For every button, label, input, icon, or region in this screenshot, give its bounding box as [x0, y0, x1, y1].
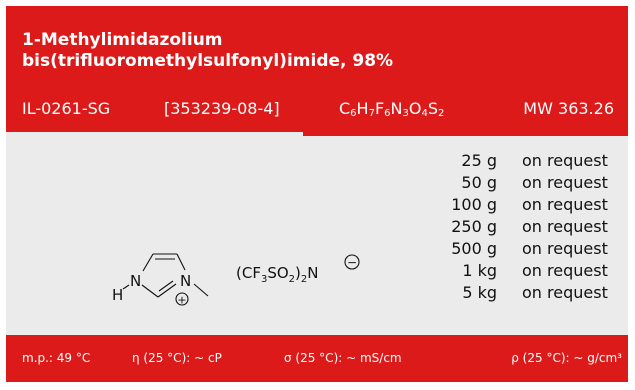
formula-count: 3	[402, 108, 409, 119]
anion-subscript: 3	[261, 274, 267, 285]
price-qty: 500 g	[451, 239, 497, 258]
price-availability: on request	[522, 151, 608, 170]
anion-part: (CF	[236, 264, 261, 282]
price-row: 1 kg on request	[406, 260, 628, 282]
product-code: IL-0261-SG	[22, 99, 111, 118]
anion-subscript: 2	[289, 274, 295, 285]
price-availability: on request	[522, 173, 608, 192]
price-row: 5 kg on request	[406, 282, 628, 304]
property-footer: m.p.: 49 °C η (25 °C): ~ cP σ (25 °C): ~…	[6, 335, 628, 382]
header-divider	[303, 132, 628, 136]
product-title: 1-Methylimidazolium bis(trifluoromethyls…	[22, 30, 393, 72]
price-row: 25 g on request	[406, 150, 628, 172]
price-qty: 1 kg	[462, 261, 497, 280]
molecular-weight: MW 363.26	[523, 99, 614, 118]
formula-element: O	[408, 99, 422, 118]
formula-element: C	[339, 99, 351, 118]
melting-point: m.p.: 49 °C	[22, 351, 91, 365]
price-list: 25 g on request 50 g on request 100 g on…	[406, 150, 628, 304]
price-row: 100 g on request	[406, 194, 628, 216]
price-row: 50 g on request	[406, 172, 628, 194]
chemical-structure: H N N + − (CF3SO2)2N	[112, 253, 360, 307]
formula-element: F	[374, 99, 385, 118]
formula-count: 4	[421, 108, 428, 119]
bond-line	[122, 284, 130, 290]
bond-line	[141, 284, 159, 298]
bond-line	[142, 253, 154, 272]
negative-charge-circle	[344, 254, 360, 270]
product-header: 1-Methylimidazolium bis(trifluoromethyls…	[6, 6, 628, 132]
anion-part: N	[307, 264, 318, 282]
price-row: 250 g on request	[406, 216, 628, 238]
product-card: 1-Methylimidazolium bis(trifluoromethyls…	[6, 6, 628, 382]
price-qty: 50 g	[461, 173, 497, 192]
molecular-formula: C6H7F6N3O4S2	[339, 98, 444, 120]
price-qty: 250 g	[451, 217, 497, 236]
anion-part: SO	[267, 264, 288, 282]
title-line-1: 1-Methylimidazolium	[22, 30, 223, 50]
price-row: 500 g on request	[406, 238, 628, 260]
price-qty: 100 g	[451, 195, 497, 214]
formula-count: 2	[438, 108, 445, 119]
formula-count: 6	[384, 108, 391, 119]
bond-line	[158, 280, 174, 292]
formula-element: H	[356, 99, 369, 118]
price-availability: on request	[522, 195, 608, 214]
formula-count: 7	[368, 108, 375, 119]
price-availability: on request	[522, 217, 608, 236]
minus-sign: −	[347, 256, 357, 270]
price-availability: on request	[522, 261, 608, 280]
plus-sign: +	[177, 294, 186, 307]
price-availability: on request	[522, 283, 608, 302]
price-availability: on request	[522, 239, 608, 258]
atom-n1: N	[130, 272, 141, 290]
conductivity: σ (25 °C): ~ mS/cm	[284, 351, 402, 365]
bond-line	[157, 283, 177, 298]
formula-count: 6	[350, 108, 357, 119]
formula-element: S	[427, 99, 438, 118]
viscosity: η (25 °C): ~ cP	[132, 351, 222, 365]
positive-charge-circle	[175, 292, 189, 306]
price-qty: 5 kg	[462, 283, 497, 302]
anion-subscript: 2	[301, 274, 307, 285]
density: ρ (25 °C): ~ g/cm³	[511, 351, 622, 365]
bond-line	[176, 253, 186, 271]
anion-part: )	[295, 264, 301, 282]
cas-number: [353239-08-4]	[164, 99, 280, 118]
price-qty: 25 g	[461, 151, 497, 170]
bond-line	[193, 283, 209, 297]
atom-n3: N	[180, 272, 191, 290]
title-line-2: bis(trifluoromethylsulfonyl)imide, 98%	[22, 51, 394, 71]
atom-h: H	[112, 286, 123, 304]
formula-element: N	[390, 99, 403, 118]
anion-formula: (CF3SO2)2N	[236, 264, 319, 285]
